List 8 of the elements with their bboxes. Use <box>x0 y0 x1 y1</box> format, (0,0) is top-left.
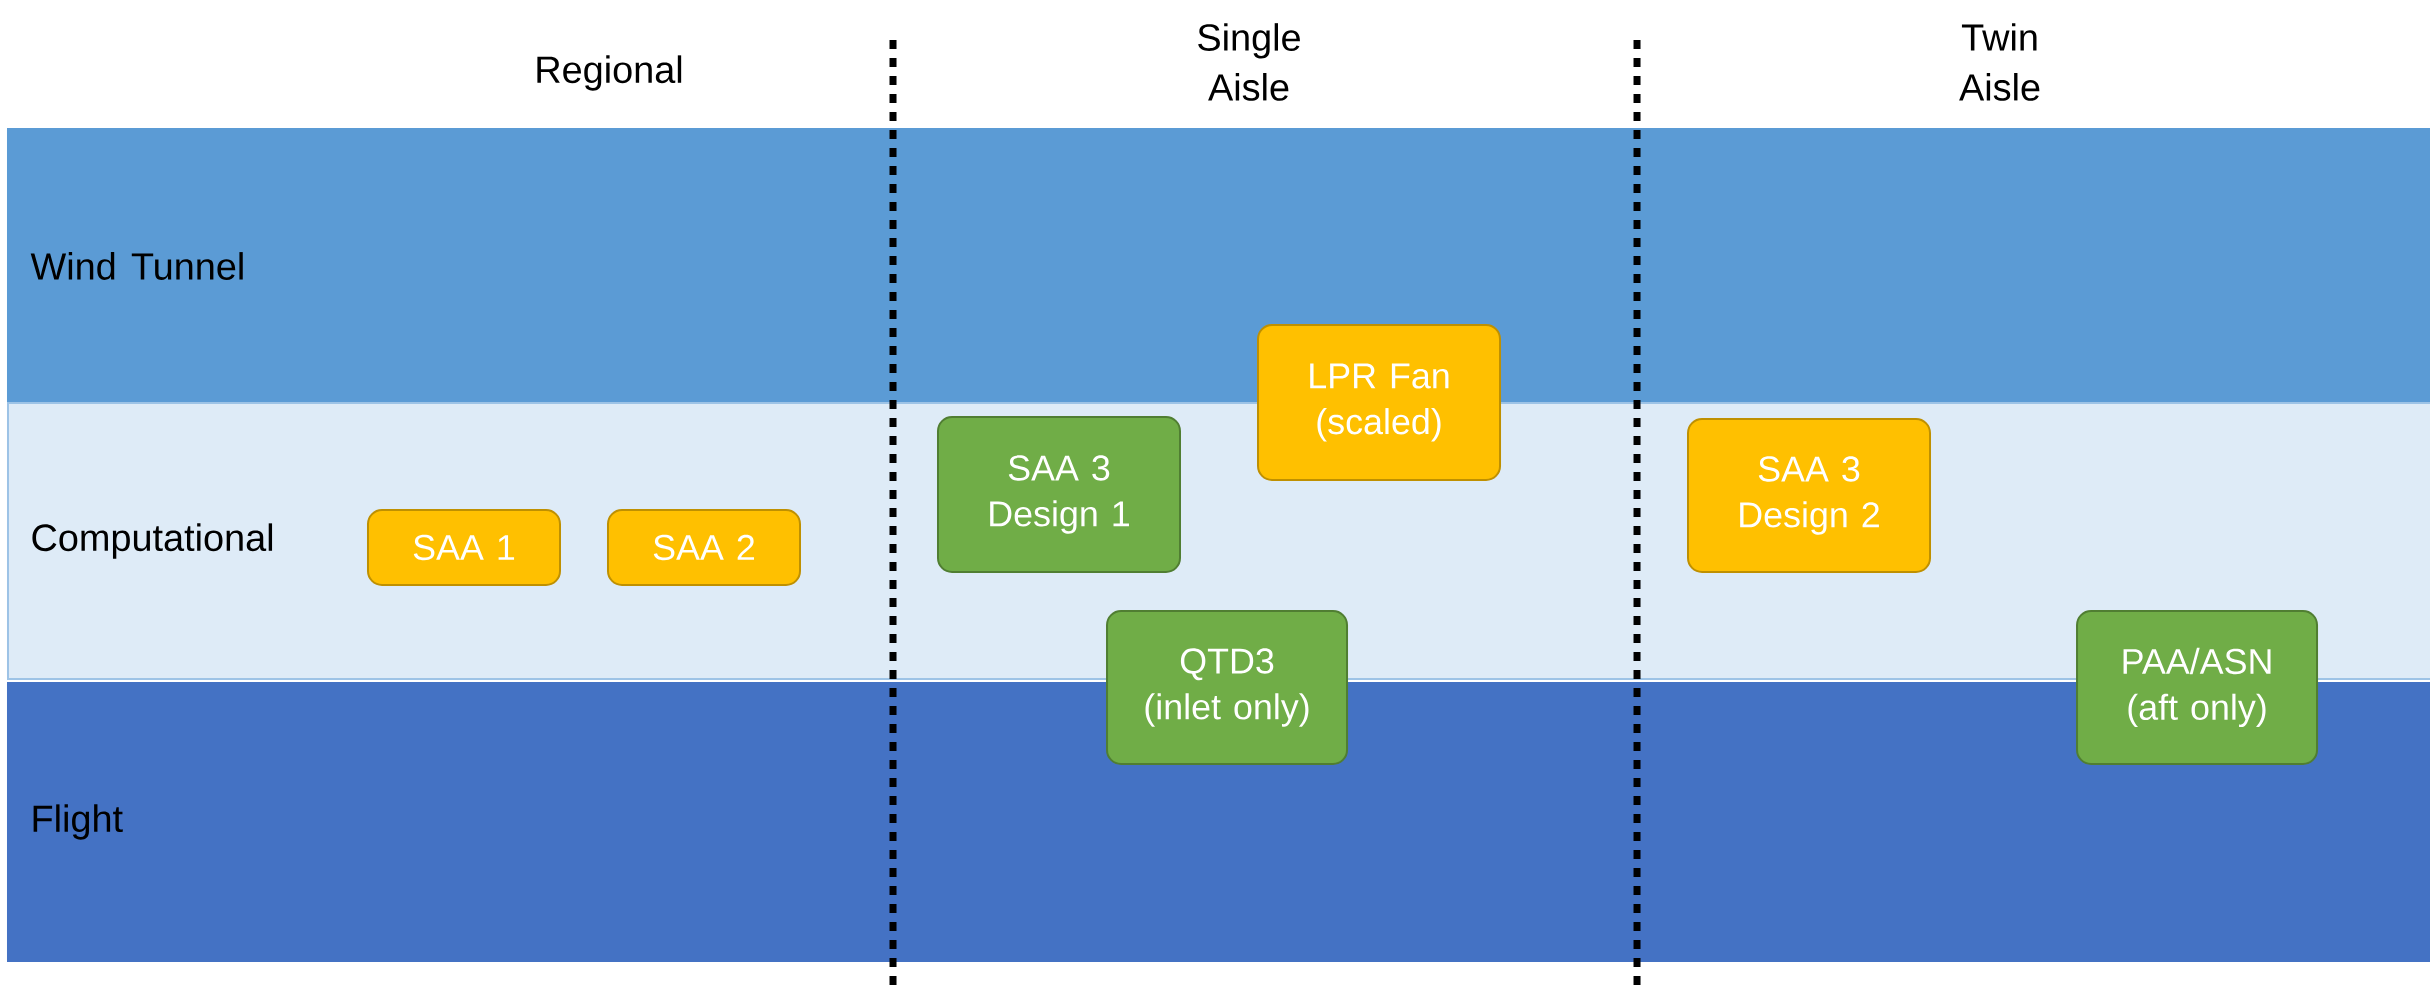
rounded-box: SAA 3 Design 2 <box>1687 418 1931 573</box>
rounded-box: SAA 1 <box>367 509 561 586</box>
rounded-box: QTD3 (inlet only) <box>1106 610 1348 765</box>
rounded-box: LPR Fan (scaled) <box>1257 324 1501 481</box>
column-heading: Regional <box>537 55 682 91</box>
rounded-box: SAA 2 <box>607 509 801 586</box>
rounded-box: PAA/ASN (aft only) <box>2076 610 2319 765</box>
rounded-box: SAA 3 Design 1 <box>937 416 1181 573</box>
